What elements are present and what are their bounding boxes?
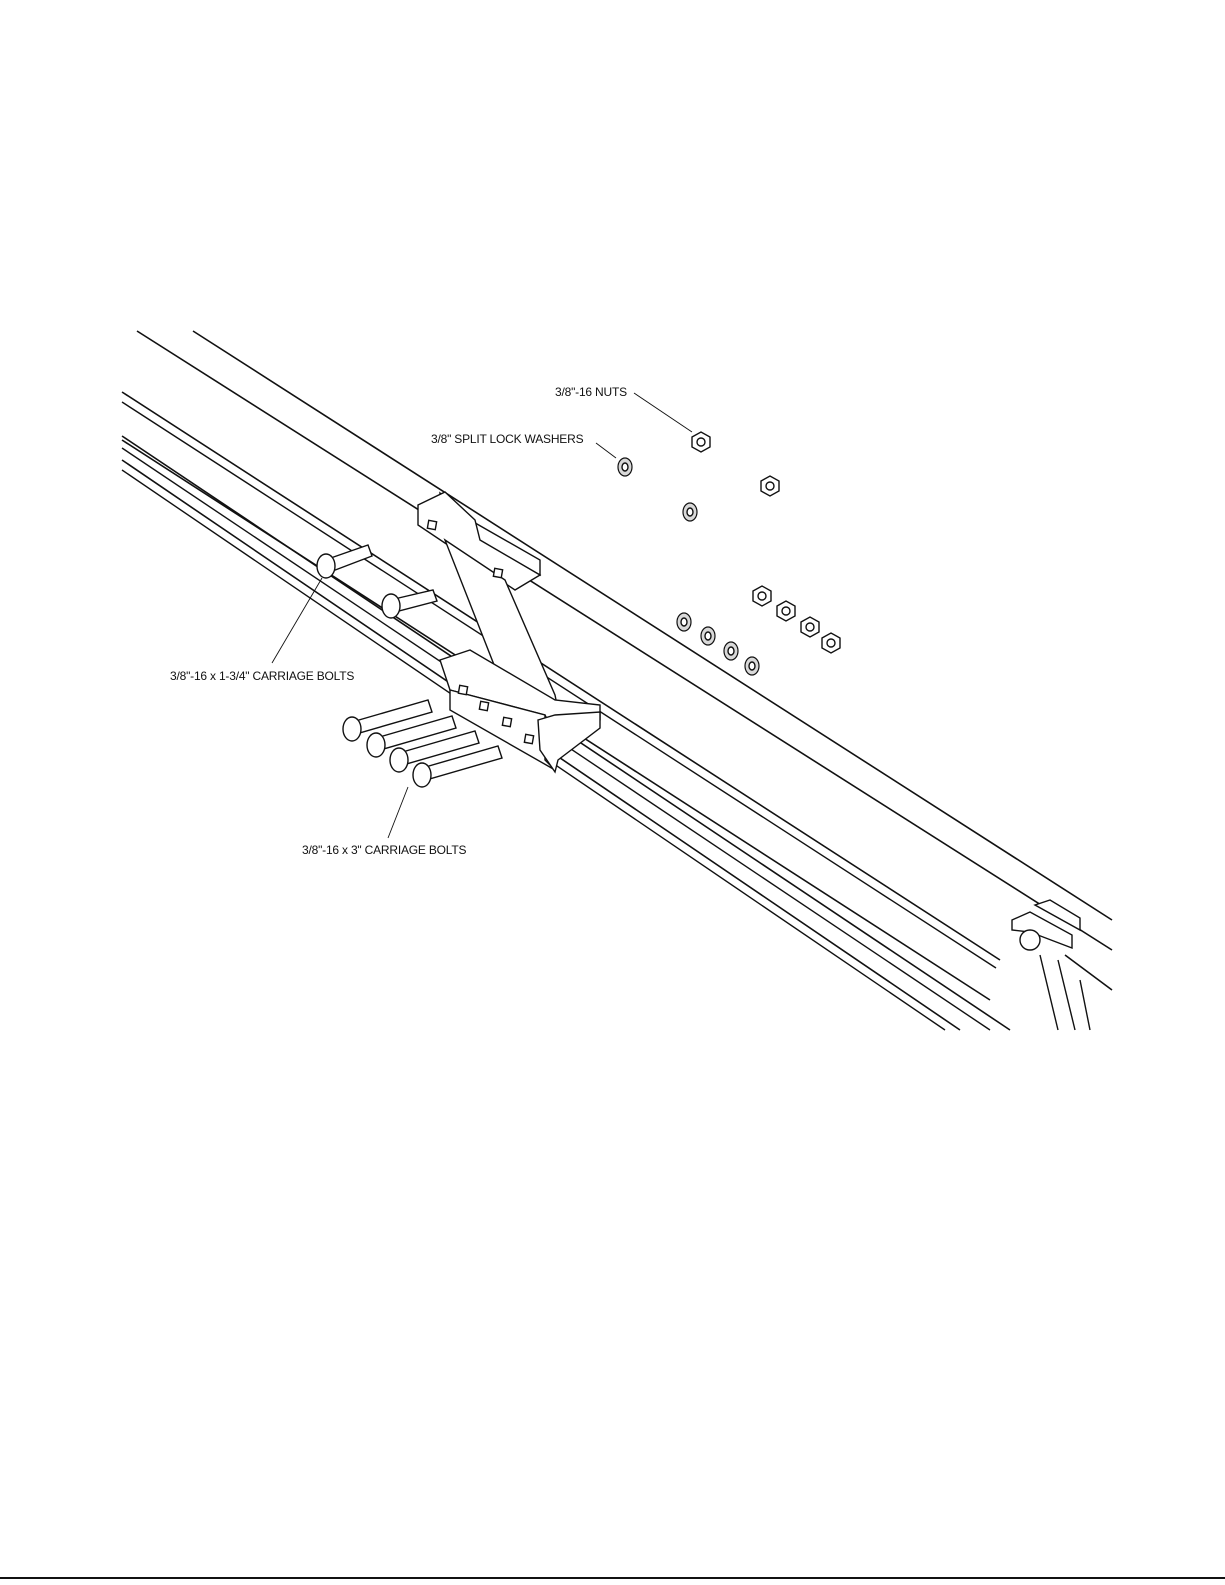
label-long-carriage-bolts: 3/8"-16 x 3" CARRIAGE BOLTS — [302, 843, 466, 857]
lock-washer — [701, 627, 715, 645]
label-lock-washers: 3/8" SPLIT LOCK WASHERS — [431, 432, 584, 446]
hex-nut — [761, 476, 779, 496]
lock-washer — [618, 458, 632, 476]
label-nuts: 3/8"-16 NUTS — [555, 385, 627, 399]
lock-washers — [618, 458, 759, 675]
carriage-bolt-short — [317, 545, 372, 578]
lock-washer — [683, 503, 697, 521]
label-short-carriage-bolts: 3/8"-16 x 1-3/4" CARRIAGE BOLTS — [170, 669, 354, 683]
lock-washer — [745, 657, 759, 675]
bottom-rule — [0, 1577, 1225, 1579]
carriage-bolt-short — [382, 590, 437, 618]
lock-washer — [677, 613, 691, 631]
hex-nuts — [692, 432, 840, 653]
hex-nut — [692, 432, 710, 452]
hex-nut — [777, 601, 795, 621]
hex-nut — [801, 617, 819, 637]
hex-nut — [753, 586, 771, 606]
lock-washer — [724, 642, 738, 660]
hex-nut — [822, 633, 840, 653]
